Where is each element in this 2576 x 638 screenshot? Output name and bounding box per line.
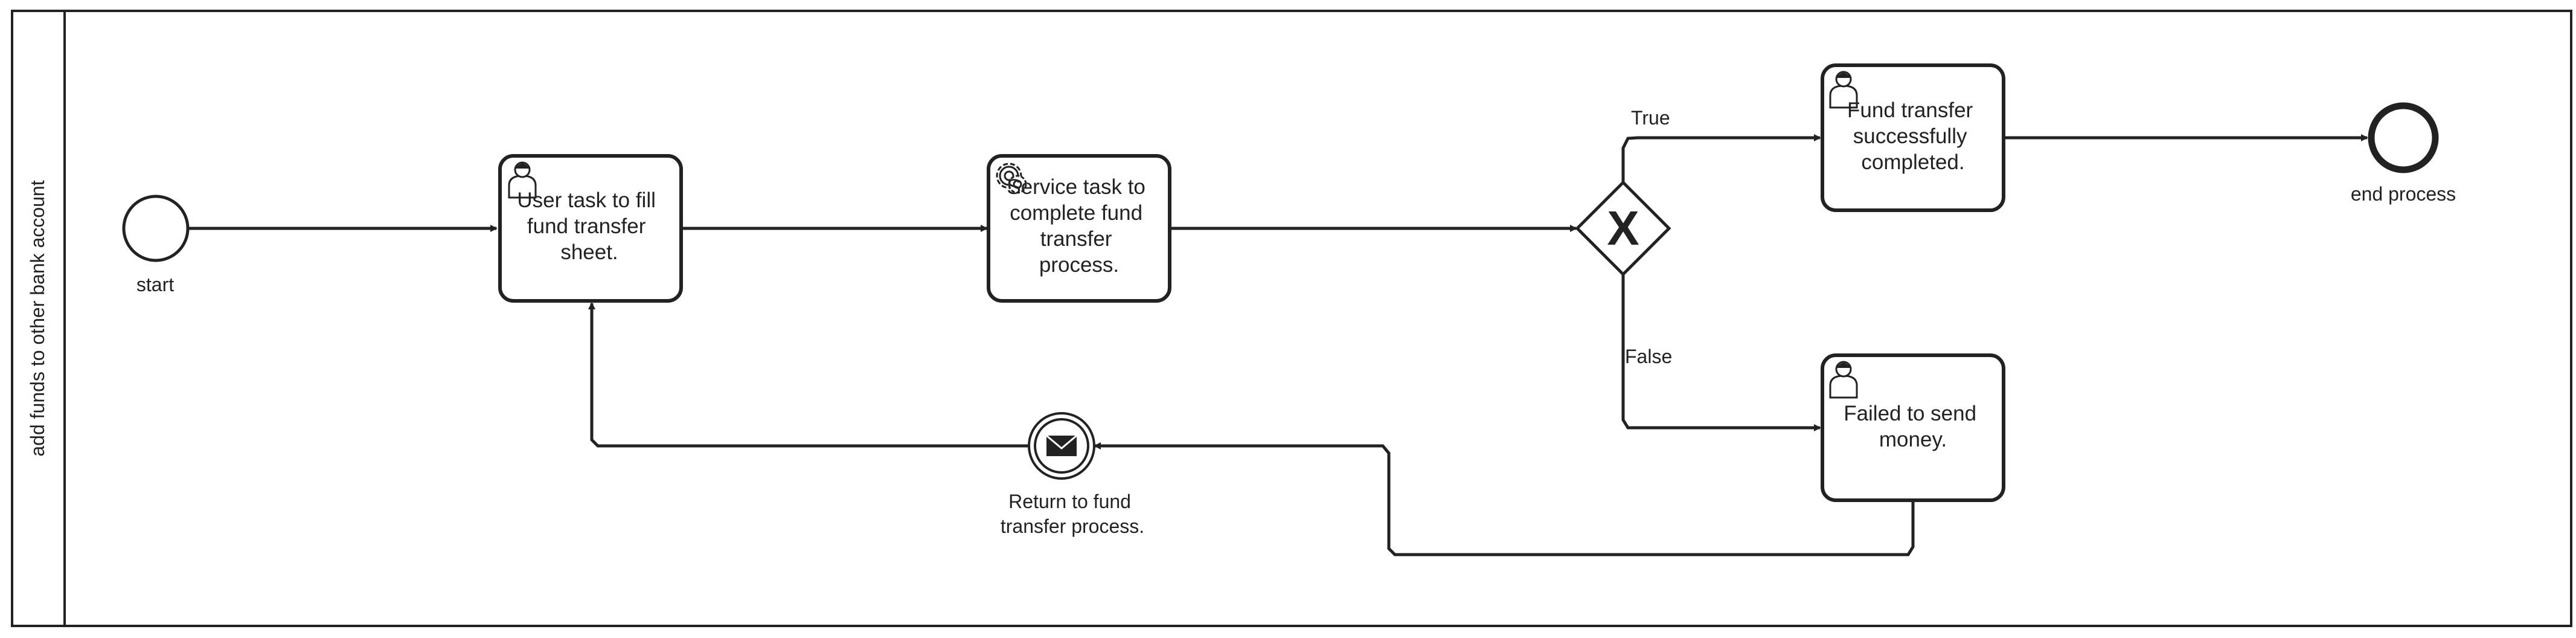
exclusive-gateway-diamond[interactable] (1575, 180, 1671, 277)
user-task-transfer-failed[interactable]: Failed to send money. (1821, 353, 2005, 502)
flow-failed-to-message[interactable] (1094, 442, 1915, 556)
end-event[interactable]: end process (2351, 102, 2456, 205)
flow-label-true: True (1631, 107, 1670, 129)
exclusive-gateway-symbol: X (1607, 201, 1639, 255)
service-task-complete-transfer-label: Service task to complete fund transfer p… (1007, 175, 1151, 277)
envelope-icon (1046, 434, 1077, 456)
exclusive-gateway[interactable]: X (1575, 180, 1671, 277)
user-task-transfer-success[interactable]: Fund transfer successfully completed. (1821, 63, 2005, 212)
pool-border (11, 10, 2572, 627)
start-event[interactable]: start (122, 195, 190, 295)
message-event-label: Return to fund transfer process. (1001, 491, 1144, 537)
user-task-fill-sheet-label: User task to fill fund transfer sheet. (517, 188, 661, 264)
user-task-fill-sheet[interactable]: User task to fill fund transfer sheet. (498, 154, 683, 303)
message-intermediate-event[interactable]: Return to fund transfer process. (1001, 412, 1144, 537)
gear-icon (996, 163, 1027, 194)
pool: add funds to other bank account (11, 10, 2572, 627)
flow-label-false: False (1625, 346, 1672, 367)
user-task-transfer-failed-label: Failed to send money. (1844, 402, 1982, 451)
end-event-label: end process (2351, 183, 2456, 205)
user-icon (508, 161, 537, 199)
start-event-circle[interactable] (122, 195, 190, 262)
service-task-complete-transfer[interactable]: Service task to complete fund transfer p… (987, 154, 1171, 303)
end-event-circle[interactable] (2368, 102, 2439, 173)
user-icon (1829, 361, 1858, 399)
user-task-transfer-success-box[interactable] (1821, 63, 2005, 212)
lane-label: add funds to other bank account (27, 180, 48, 456)
sequence-flows (189, 134, 2368, 556)
flow-gateway-false[interactable] (1621, 275, 1821, 431)
flow-message-to-user-task[interactable] (588, 302, 1028, 448)
service-task-complete-transfer-box[interactable] (987, 154, 1171, 303)
user-task-fill-sheet-box[interactable] (498, 154, 683, 303)
user-task-transfer-success-label: Fund transfer successfully completed. (1847, 98, 1979, 174)
user-icon (1829, 71, 1858, 109)
start-event-label: start (136, 274, 174, 295)
user-task-transfer-failed-box[interactable] (1821, 353, 2005, 502)
flow-gateway-true[interactable] (1621, 134, 1821, 182)
